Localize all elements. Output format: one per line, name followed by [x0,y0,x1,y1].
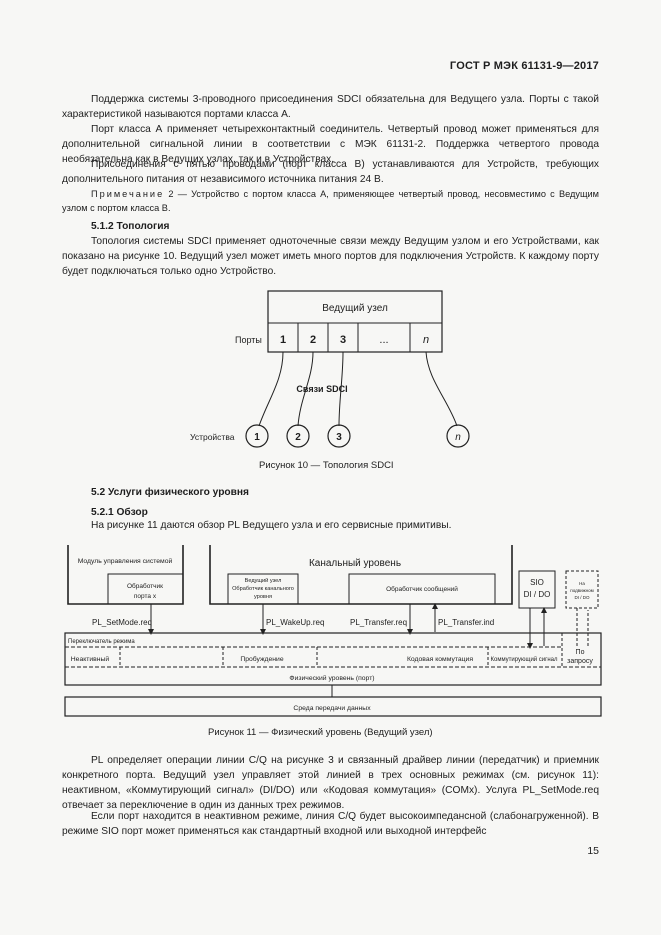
note-label: Примечание [91,189,165,199]
heading-5-2-1: 5.2.1 Обзор [91,507,148,518]
device-1-label: 1 [254,432,260,443]
port-handler-line-2: порта х [134,593,157,600]
device-n-label: n [455,432,461,443]
svc-transfer-req-label: PL_Transfer.req [350,618,407,627]
svc-setmode-label: PL_SetMode.req [92,618,152,627]
link-port-n [425,351,458,427]
mode-switching-label: Коммутирующий сигнал [490,656,558,663]
note-2: Примечание 2 — Устройство с портом класс… [62,188,599,215]
port-n-label: n [423,334,429,346]
paragraph-topology: Топология системы SDCI применяет одноточ… [62,236,599,277]
sdci-links-label: Связи SDCI [296,384,347,394]
mode-wakeup-label: Пробуждение [240,655,284,663]
mode-switch-label: Переключатель режима [68,639,135,645]
device-3-label: 3 [336,432,342,443]
device-2-circle [286,424,310,448]
wakeup-handler-line-3: уровня [254,594,272,600]
message-handler-box [348,573,496,605]
sio-line-2: DI / DO [524,590,551,599]
ports-label: Порты [235,335,262,345]
on-request-top-line-1: На [579,581,585,586]
svc-transfer-ind-label: PL_Transfer.ind [438,618,494,627]
svc-wakeup-label: PL_WakeUp.req [266,618,324,627]
heading-5-1-2: 5.1.2 Топология [91,221,170,232]
sio-box [518,570,556,609]
port-1-label: 1 [280,334,286,346]
paragraph-overview: На рисунке 11 даются обзор PL Ведущего у… [91,520,452,531]
heading-5-2: 5.2 Услуги физического уровня [91,487,249,498]
on-request-line-2: запросу [567,658,593,665]
paragraph-sdci-3wire: Поддержка системы 3-проводного присоедин… [62,94,599,120]
paragraph-port-class-a: Порт класса А применяет четырехконтактны… [62,124,599,165]
on-request-top-box [565,570,599,609]
master-label: Ведущий узел [322,303,388,314]
master-box [267,290,443,353]
paragraph-port-class-b: Присоединения с пятью проводами (порт кл… [62,159,599,185]
medium-box [64,696,602,717]
figure-10-caption: Рисунок 10 — Топология SDCI [259,460,394,471]
paragraph-pl-operations: PL определяет операции линии C/Q на рису… [62,755,599,811]
physical-layer-label: Физический уровень (порт) [289,674,374,682]
wakeup-handler-line-2: Обработчик канального [232,586,294,592]
port-3-label: 3 [340,334,346,346]
medium-label: Среда передачи данных [293,705,371,712]
standard-header: ГОСТ Р МЭК 61131-9—2017 [449,60,599,72]
port-2-label: 2 [310,334,316,346]
paragraph-inactive-mode: Если порт находится в неактивном режиме,… [62,811,599,837]
device-3-circle [327,424,351,448]
link-port-2 [297,351,314,427]
note-text: 2 — Устройство с портом класса А, примен… [62,189,599,213]
on-request-top-line-2: подвижном [570,588,593,593]
devices-label: Устройства [190,432,235,442]
datalink-label: Канальный уровень [309,558,401,569]
port-handler-box [107,573,184,605]
figure-11-caption: Рисунок 11 — Физический уровень (Ведущий… [208,727,433,738]
port-ellipsis-label: ... [379,334,388,346]
on-request-top-line-3: DI / DO [574,595,590,600]
message-handler-label: Обработчик сообщений [386,585,458,593]
link-port-1 [258,351,284,427]
link-port-3 [338,351,344,427]
wakeup-handler-line-1: Ведущий узел [245,577,282,584]
mode-inactive-label: Неактивный [71,655,110,663]
page-number: 15 [587,845,599,857]
physical-layer-box [64,632,602,686]
device-2-label: 2 [295,432,301,443]
port-handler-line-1: Обработчик [127,582,163,590]
mode-coded-label: Кодовая коммутация [407,656,473,663]
device-n-circle [446,424,470,448]
device-1-circle [245,424,269,448]
system-management-label: Модуль управления системой [78,557,173,565]
on-request-line-1: По [576,649,585,656]
sio-line-1: SIO [530,578,544,587]
